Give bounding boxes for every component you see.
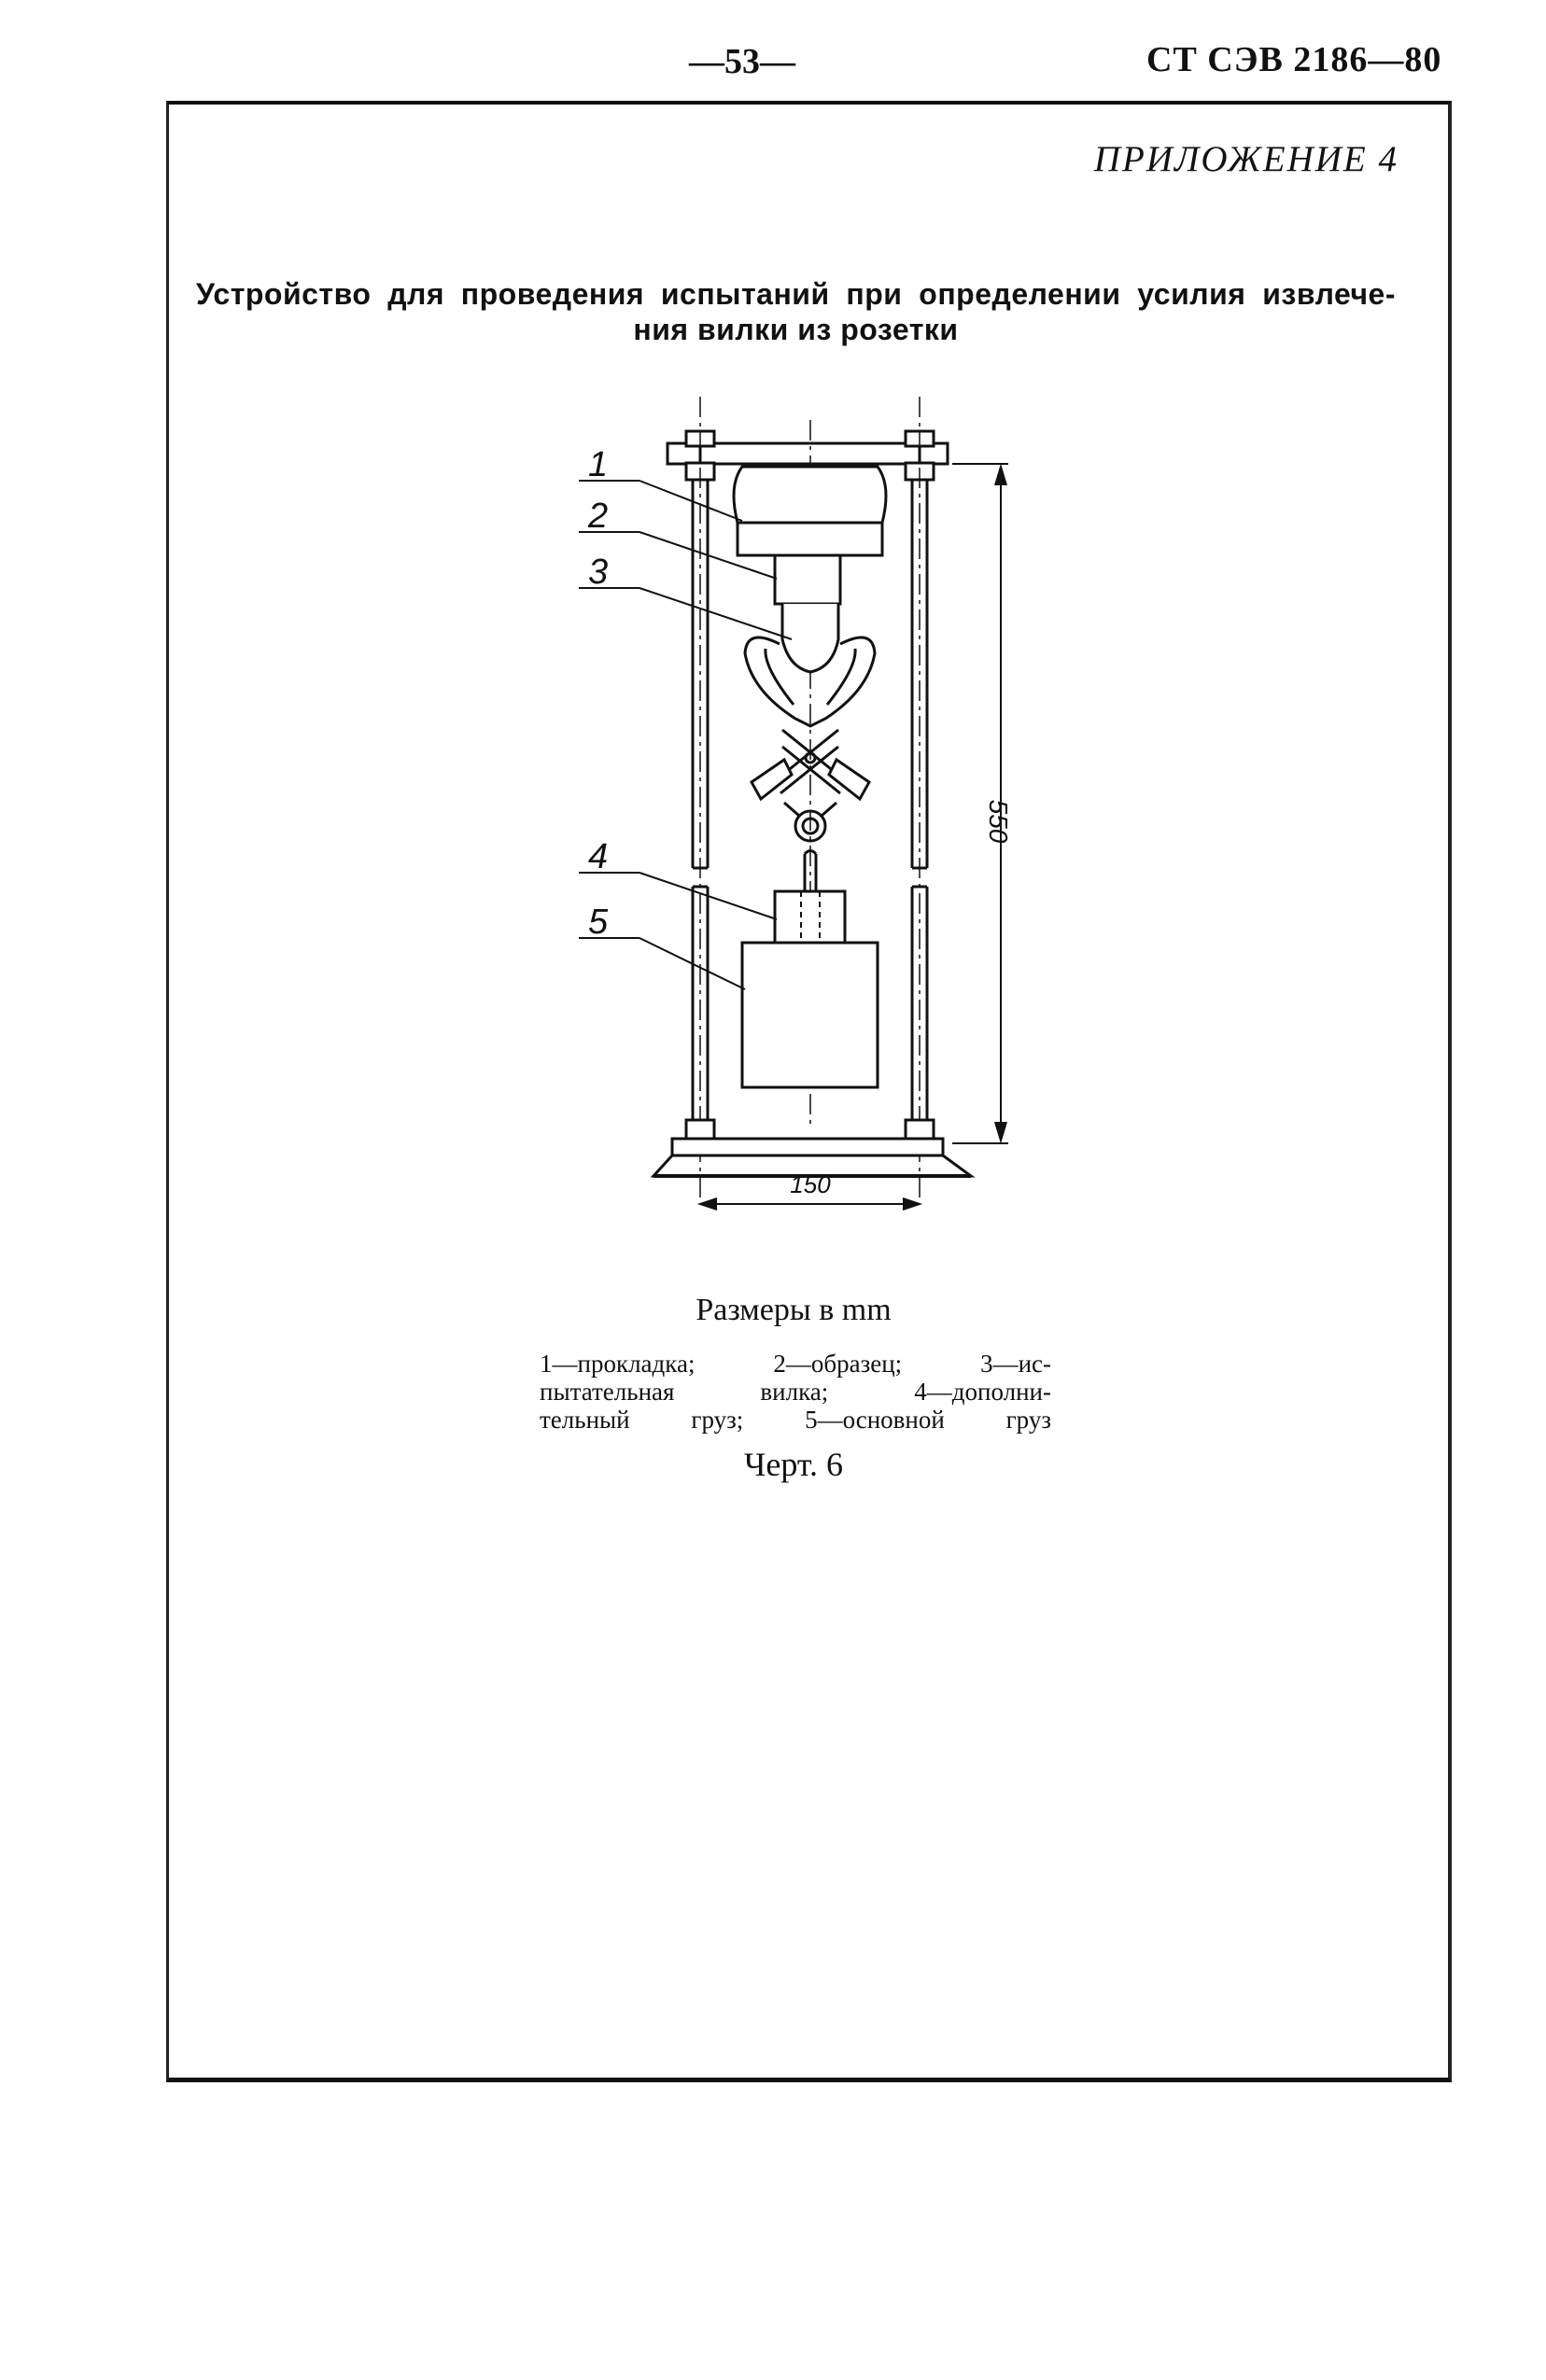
test-plug xyxy=(743,604,877,843)
title-line-1: Устройство для проведения испытаний при … xyxy=(196,277,1396,311)
document-title: Устройство для проведения испытаний при … xyxy=(196,276,1396,347)
main-weight xyxy=(740,941,879,1089)
callout-1: 1 xyxy=(588,445,608,484)
callout-2: 2 xyxy=(587,497,608,536)
callout-4: 4 xyxy=(588,837,608,876)
appendix-label: ПРИЛОЖЕНИЕ 4 xyxy=(1093,139,1398,179)
callout-3: 3 xyxy=(588,553,608,592)
units-note: Размеры в mm xyxy=(696,1293,892,1327)
sample-part xyxy=(773,553,842,606)
page-frame xyxy=(166,101,1452,2082)
callout-labels: 1 2 3 4 5 xyxy=(587,445,609,942)
dimension-height xyxy=(952,463,1008,1144)
test-device-drawing: 550 150 1 2 3 4 5 xyxy=(579,397,1013,1211)
legend-line-1: 1—прокладка; 2—образец; 3—ис- xyxy=(540,1350,1051,1378)
base xyxy=(650,1118,976,1178)
page-number: —53— xyxy=(689,42,795,81)
legend-line-2: пытательная вилка; 4—дополни- xyxy=(540,1378,1051,1406)
rods xyxy=(691,480,929,1120)
spacer-part xyxy=(732,465,888,557)
callout-5: 5 xyxy=(588,903,609,942)
title-line-2: ния вилки из розетки xyxy=(633,313,959,346)
figure-label: Черт. 6 xyxy=(744,1446,843,1483)
standard-code: СТ СЭВ 2186—80 xyxy=(1146,40,1442,79)
legend-line-3: тельный груз; 5—основной груз xyxy=(540,1406,1051,1434)
dimension-width xyxy=(696,1197,923,1211)
dimension-height-label: 550 xyxy=(984,800,1013,844)
figure-legend: 1—прокладка; 2—образец; 3—ис- пытательна… xyxy=(540,1350,1051,1434)
dimension-width-label: 150 xyxy=(790,1170,831,1198)
callout-leaders xyxy=(579,480,793,990)
